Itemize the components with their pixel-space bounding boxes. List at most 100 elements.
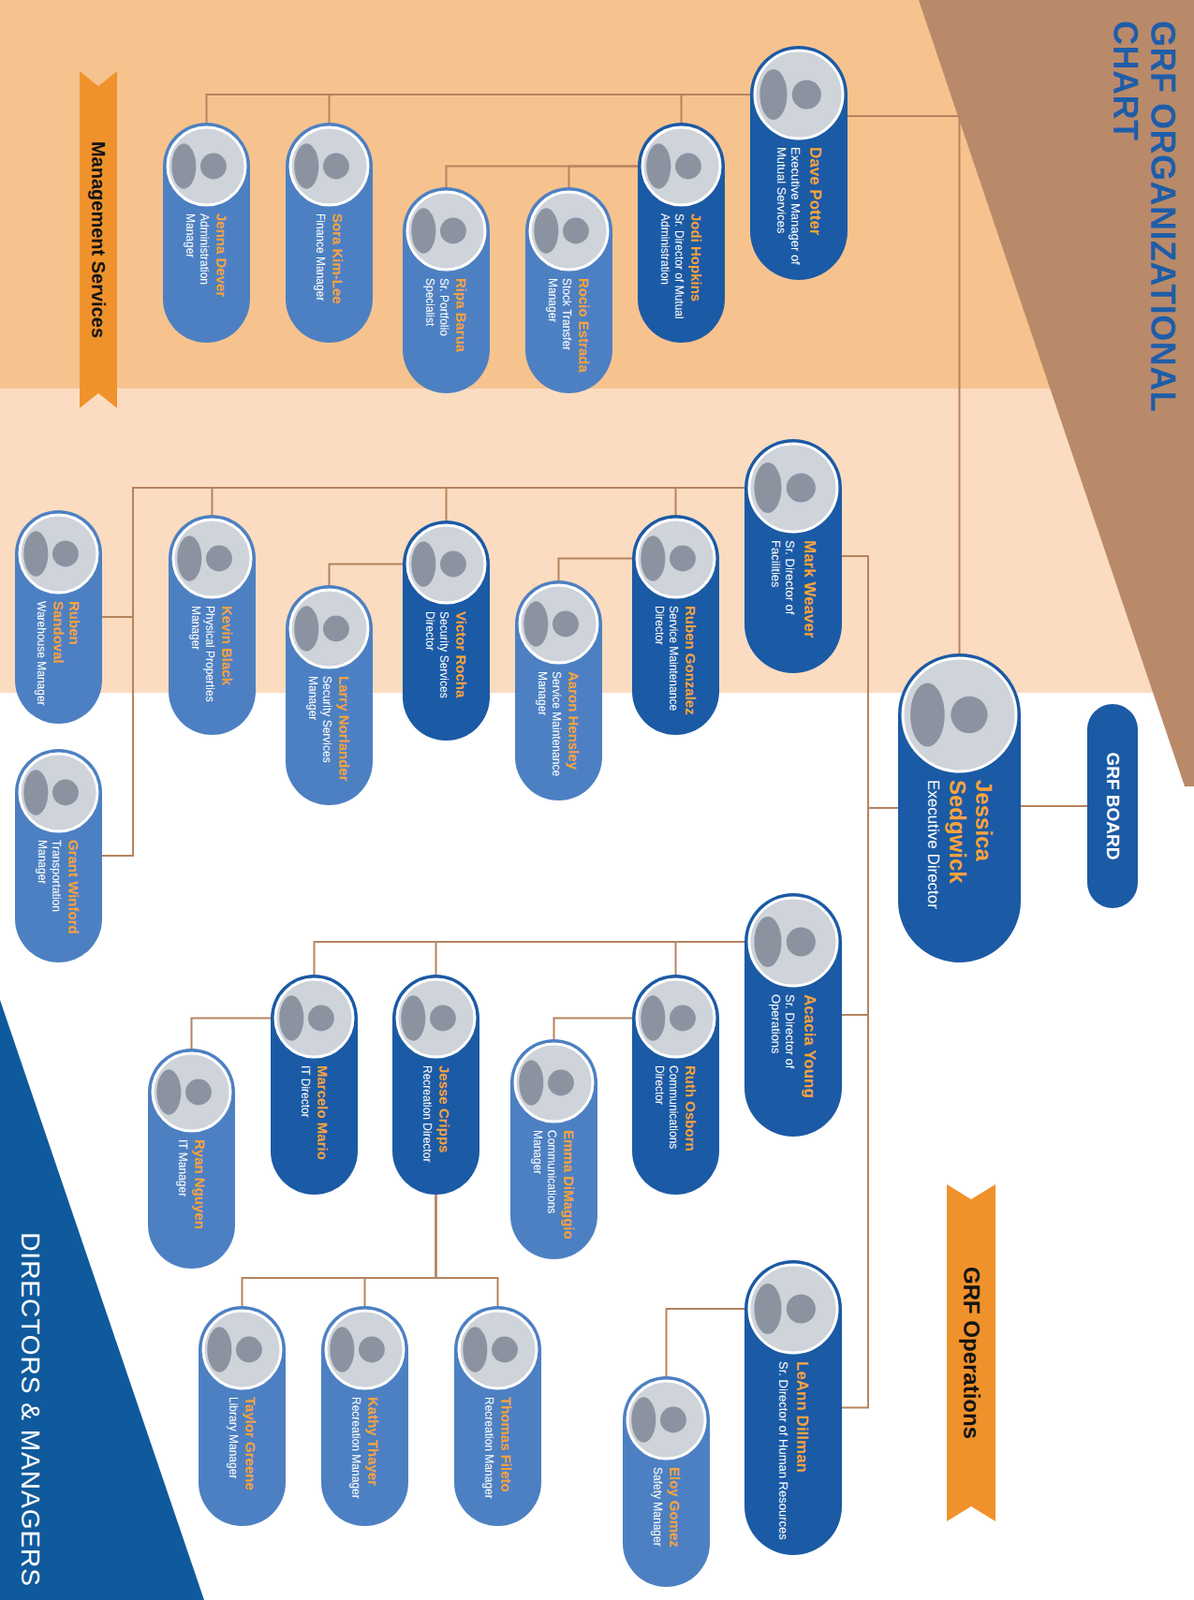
photo-frame — [642, 127, 721, 206]
photo-head — [792, 79, 822, 109]
photo-head — [669, 545, 696, 573]
photo-shoulders — [176, 535, 202, 581]
photo-frame — [515, 1044, 593, 1122]
job-title: Service Maintenance Manager — [535, 671, 563, 786]
person-name: Kevin Black — [219, 605, 236, 721]
photo-head — [200, 153, 227, 180]
photo-frame — [749, 443, 838, 532]
person-card: Jenna DeverAdministration Manager — [162, 122, 251, 343]
org-connector — [242, 1194, 437, 1307]
photo-head — [950, 696, 988, 734]
person-name: Grant Winford — [65, 840, 82, 948]
person-card: Acacia YoungSr. Director of Operations — [744, 893, 842, 1137]
photo-head — [547, 1070, 575, 1097]
job-title: Sr. Director of Mutual Administration — [658, 213, 686, 328]
person-card: Larry NorlanderSecurity Services Manager — [285, 585, 373, 806]
person-name: Jodi Hopkins — [688, 213, 705, 328]
photo-frame — [519, 585, 598, 664]
portrait-photo — [198, 1306, 286, 1394]
photo-shoulders — [462, 1326, 487, 1372]
photo-head — [660, 1407, 687, 1434]
photo-shoulders — [759, 69, 787, 120]
org-connector — [206, 94, 752, 123]
person-card: LeAnn DillmanSr. Director of Human Resou… — [744, 1260, 842, 1556]
photo-head — [185, 1079, 212, 1106]
job-title: Warehouse Manager — [34, 601, 48, 709]
photo-head — [440, 551, 467, 578]
photo-shoulders — [411, 207, 436, 253]
org-connector — [676, 487, 746, 516]
org-connector — [847, 116, 960, 654]
photo-head — [562, 218, 590, 245]
photo-shoulders — [518, 1060, 544, 1106]
portrait-photo — [321, 1306, 409, 1394]
corner-label: DIRECTORS & MANAGERS — [14, 1232, 45, 1588]
portrait-photo — [392, 974, 480, 1062]
photo-shoulders — [640, 995, 665, 1041]
photo-shoulders — [646, 143, 671, 189]
job-title: Security Services Director — [423, 611, 451, 726]
job-title: Sr. Director of Operations — [767, 994, 797, 1122]
photo-head — [552, 611, 579, 638]
org-connector — [329, 564, 404, 587]
photo-frame — [627, 1381, 706, 1460]
photo-shoulders — [753, 916, 782, 968]
portrait-photo — [744, 439, 842, 537]
board-label: GRF BOARD — [1102, 751, 1123, 860]
person-name: Larry Norlander — [336, 676, 353, 791]
person-name: Ruben Sandoval — [50, 601, 84, 709]
photo-frame — [902, 658, 1017, 772]
person-name: Jessica Sedgwick — [944, 780, 997, 948]
photo-shoulders — [631, 1397, 656, 1443]
portrait-photo — [525, 187, 613, 275]
job-title: IT Director — [297, 1065, 311, 1180]
banner-fill — [79, 71, 118, 409]
board-box: GRF BOARD — [1087, 704, 1138, 909]
photo-frame — [325, 1311, 404, 1389]
portrait-photo — [168, 515, 256, 603]
job-title: Communications Director — [652, 1065, 680, 1180]
portrait-photo — [622, 1376, 710, 1464]
person-card: Grant WinfordTransportation Manager — [14, 749, 103, 963]
portrait-photo — [632, 974, 720, 1062]
photo-head — [308, 1005, 335, 1032]
photo-frame — [530, 191, 608, 270]
photo-shoulders — [753, 462, 782, 514]
photo-frame — [458, 1311, 537, 1389]
person-name: Eloy Gomez — [666, 1467, 683, 1573]
photo-shoulders — [171, 143, 196, 189]
portrait-photo — [14, 510, 103, 598]
person-name: Victor Rocha — [453, 611, 470, 726]
person-card: Thomas FiletoRecreation Manager — [454, 1306, 542, 1527]
org-connector — [676, 942, 746, 975]
photo-shoulders — [279, 995, 304, 1041]
org-connector — [436, 1194, 499, 1307]
portrait-photo — [285, 585, 373, 673]
photo-head — [786, 1294, 816, 1324]
person-card: Jesse CrippsRecreation Director — [392, 974, 480, 1195]
person-card: Mark WeaverSr. Director of Facilities — [744, 439, 842, 674]
job-title: Sr. Portfolio Specialist — [423, 278, 451, 379]
person-card: Taylor GreeneLibrary Manager — [198, 1306, 286, 1527]
job-title: IT Manager — [175, 1139, 189, 1254]
photo-frame — [749, 1265, 838, 1354]
org-connector — [681, 94, 752, 123]
portrait-photo — [162, 122, 251, 210]
photo-shoulders — [329, 1326, 354, 1372]
job-title: Service Maintenance Director — [652, 605, 680, 721]
photo-frame — [407, 191, 486, 270]
photo-frame — [152, 1053, 231, 1132]
job-title: Library Manager — [225, 1397, 239, 1512]
org-connector — [666, 1309, 746, 1377]
portrait-photo — [750, 45, 848, 144]
org-connector — [191, 1018, 272, 1050]
photo-frame — [754, 50, 843, 139]
person-card: Dave PotterExecutive Manager of Mutual S… — [750, 45, 848, 281]
person-card: Ruben GonzalezService Maintenance Direct… — [632, 515, 720, 736]
photo-frame — [19, 515, 98, 593]
person-card: Kevin BlackPhysical Properties Manager — [168, 515, 256, 736]
portrait-photo — [285, 122, 373, 210]
photo-head — [786, 472, 816, 502]
person-card: Ruben SandovalWarehouse Manager — [14, 510, 103, 724]
person-name: Jenna Dever — [213, 213, 230, 328]
